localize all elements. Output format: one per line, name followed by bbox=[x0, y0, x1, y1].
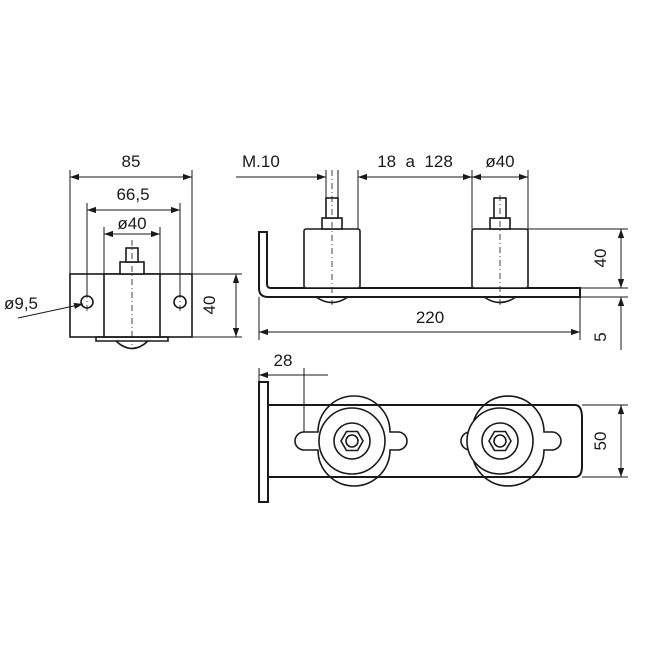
front-roller-diameter-label: ø40 bbox=[117, 214, 146, 233]
side-thread-label: M.10 bbox=[242, 152, 280, 171]
front-bottom-flange bbox=[95, 336, 169, 342]
front-dim-hole-leader bbox=[17, 302, 84, 319]
top-washer-right bbox=[481, 422, 519, 460]
side-height-label: 40 bbox=[591, 249, 610, 268]
top-nut-right bbox=[488, 430, 512, 452]
top-bolt-left bbox=[345, 434, 359, 448]
top-plate bbox=[267, 404, 583, 478]
front-width-label: 85 bbox=[122, 152, 141, 171]
side-roller-diameter-label: ø40 bbox=[485, 152, 514, 171]
top-nut-left bbox=[340, 430, 364, 452]
side-spacing-label: 18 a 128 bbox=[377, 152, 453, 171]
top-roller-right bbox=[466, 407, 534, 475]
top-view: 28 50 bbox=[258, 351, 628, 503]
top-width-label: 50 bbox=[591, 432, 610, 451]
front-hole-spacing-label: 66,5 bbox=[116, 185, 149, 204]
top-slot-left bbox=[294, 395, 408, 487]
front-view: 85 66,5 ø40 ø9,5 40 bbox=[4, 152, 242, 350]
top-washer-left bbox=[333, 422, 371, 460]
side-length-label: 220 bbox=[416, 308, 444, 327]
top-offset-label: 28 bbox=[274, 351, 293, 370]
top-roller-left bbox=[318, 407, 386, 475]
top-bolt-right bbox=[493, 434, 507, 448]
front-hole-diameter-label: ø9,5 bbox=[4, 294, 38, 313]
front-height-label: 40 bbox=[200, 296, 219, 315]
top-bracket-flange bbox=[258, 381, 269, 503]
front-bottom-roller bbox=[115, 340, 149, 350]
side-thickness-label: 5 bbox=[591, 332, 610, 341]
side-view: M.10 18 a 128 ø40 220 40 5 bbox=[236, 152, 628, 350]
